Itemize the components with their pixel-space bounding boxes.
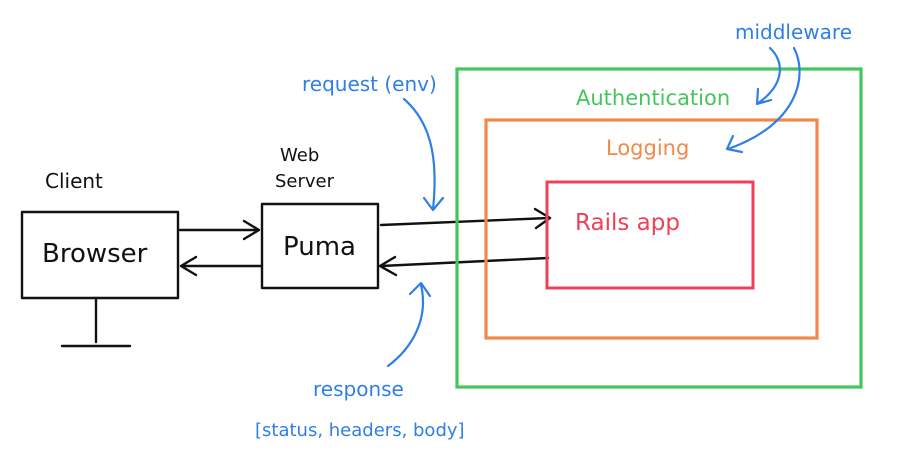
middleware-to-logging-arrow — [725, 46, 801, 154]
puma-to-rails-arrow — [379, 207, 552, 230]
response-annotation-arrow — [386, 281, 432, 368]
puma-label: Puma — [283, 232, 356, 262]
response-label: response — [313, 377, 404, 401]
request-annotation-arrow — [402, 97, 445, 212]
webserver-label-line1: Web — [280, 145, 319, 166]
puma-box — [260, 202, 380, 290]
browser-to-puma-arrow — [178, 219, 261, 241]
middleware-label: middleware — [735, 20, 852, 44]
rails-app-label: Rails app — [575, 210, 680, 236]
browser-label: Browser — [42, 239, 148, 269]
puma-to-browser-arrow — [179, 255, 264, 277]
rails-to-puma-arrow — [378, 255, 550, 277]
authentication-label: Authentication — [576, 86, 730, 110]
rails-app-box — [545, 180, 755, 290]
authentication-box — [455, 67, 863, 389]
webserver-label-line2: Server — [275, 171, 335, 192]
client-label: Client — [45, 169, 103, 193]
response-detail: [status, headers, body] — [255, 420, 465, 441]
logging-box — [484, 118, 819, 340]
request-label: request (env) — [302, 72, 437, 96]
logging-label: Logging — [606, 136, 689, 160]
browser-box — [20, 210, 180, 300]
middleware-to-authentication-arrow — [755, 46, 781, 106]
